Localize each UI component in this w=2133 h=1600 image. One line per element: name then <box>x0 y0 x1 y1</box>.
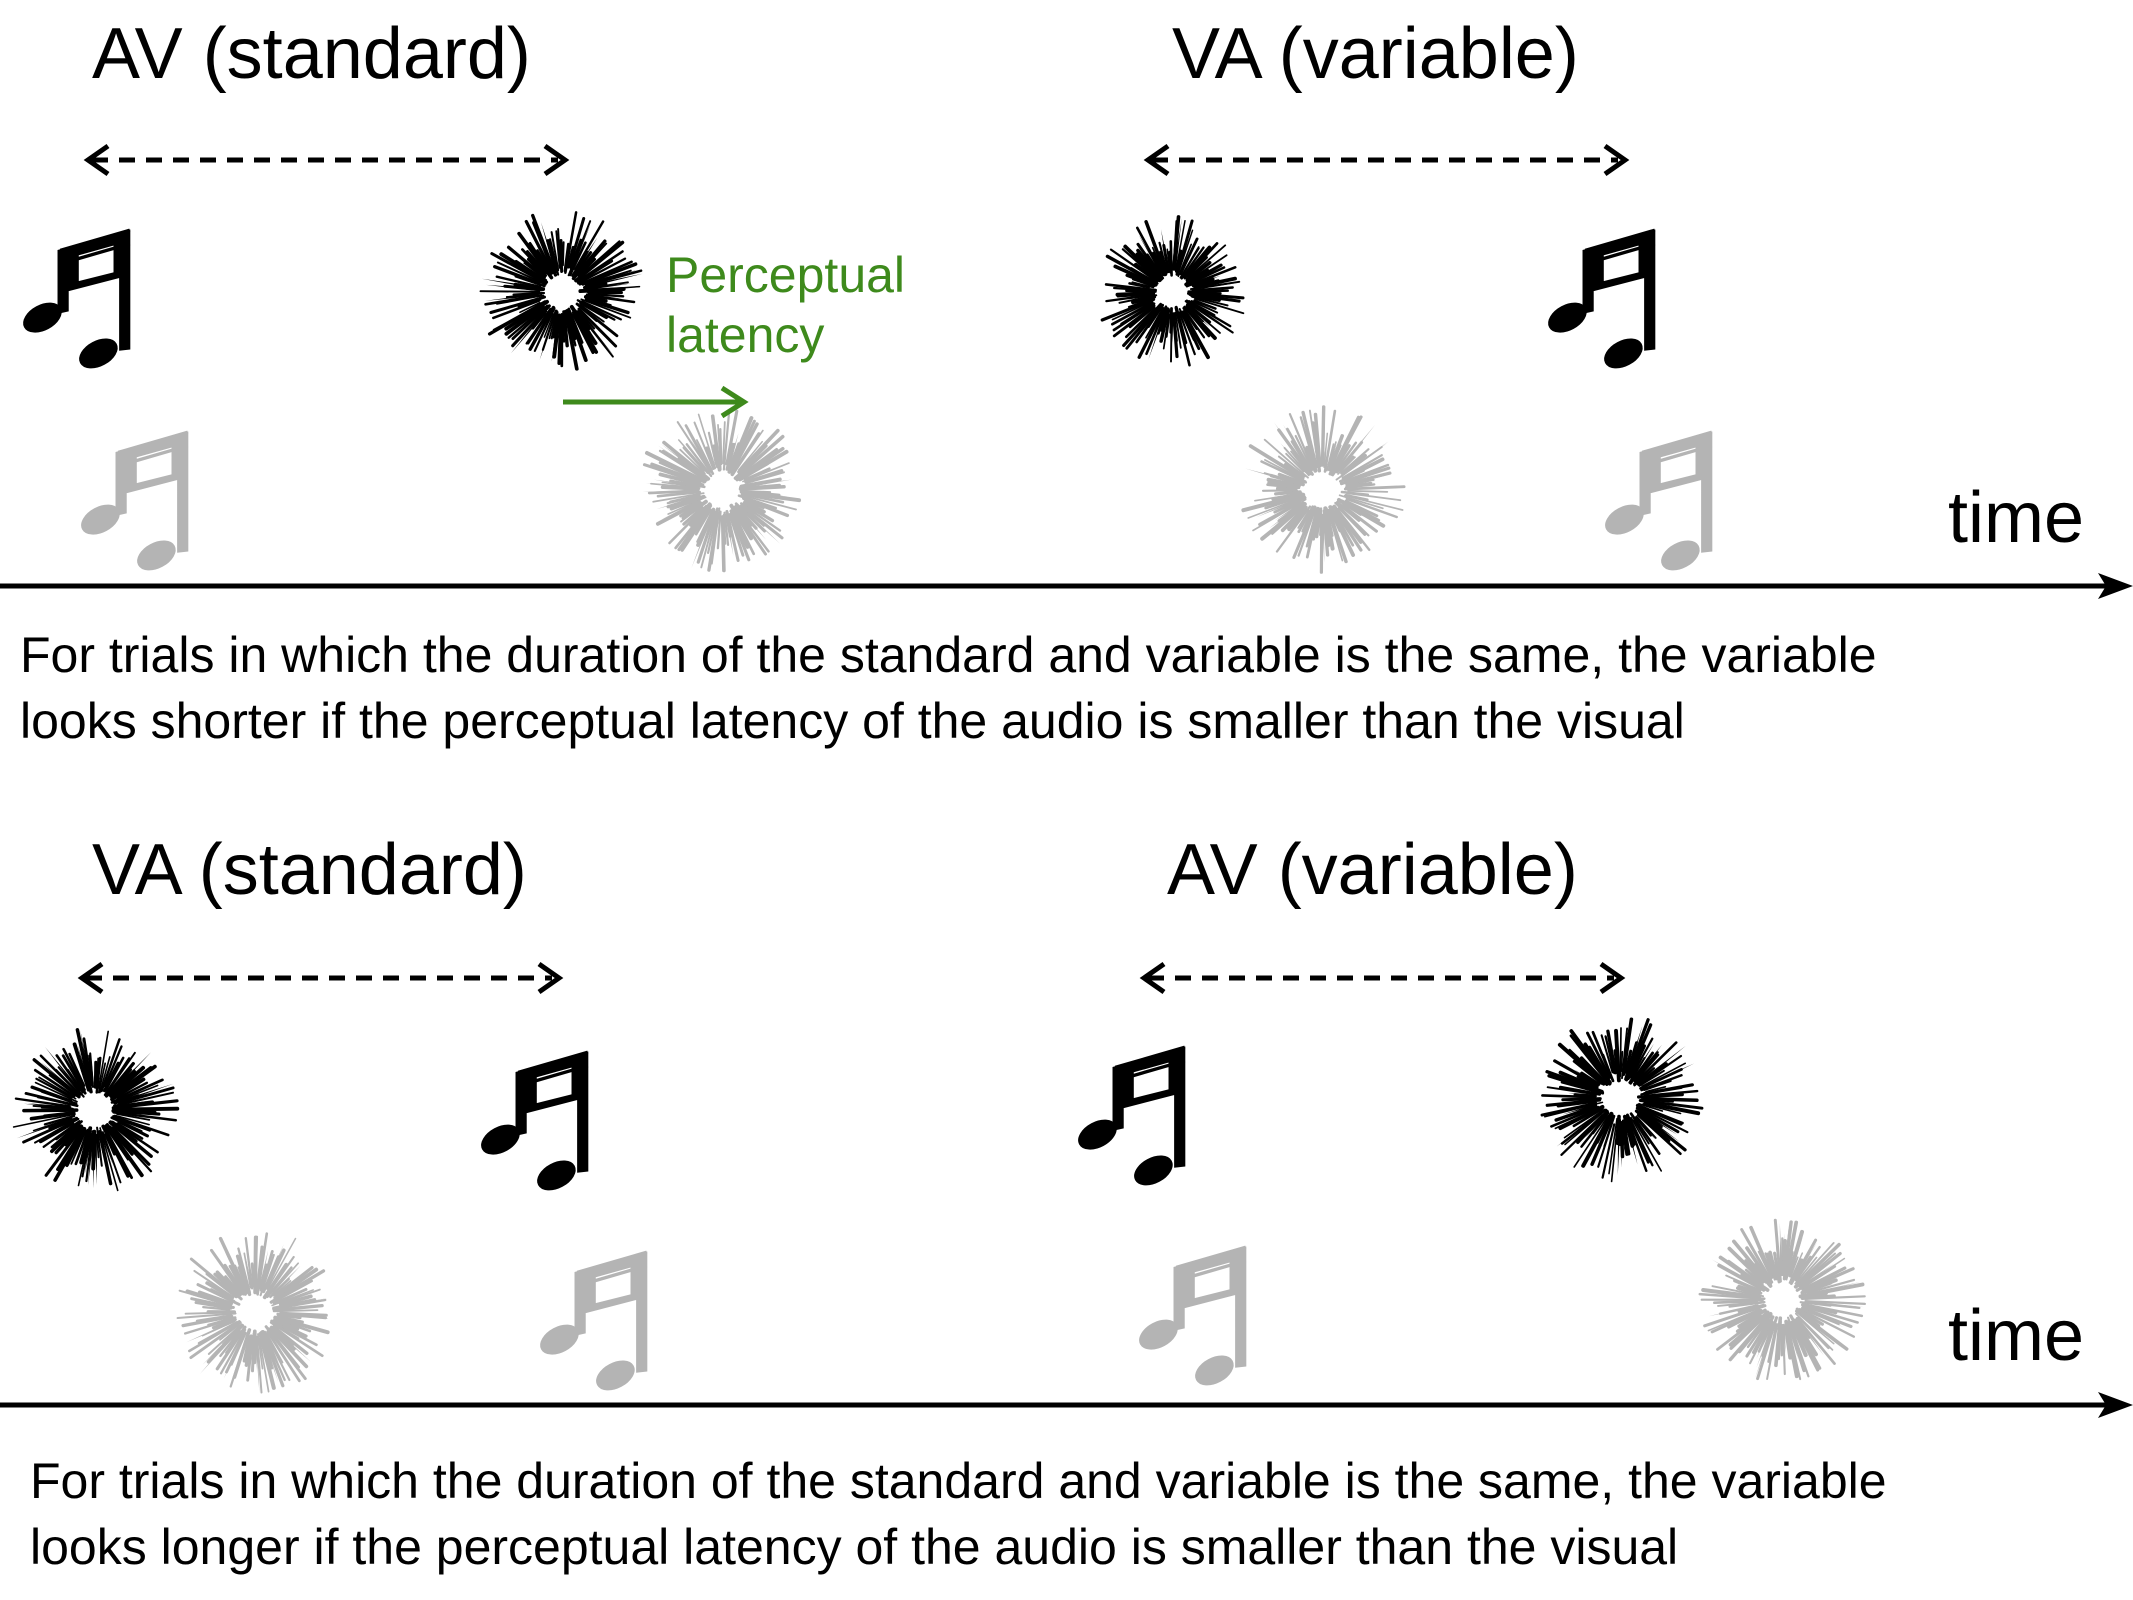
music-note-icon <box>1133 1245 1248 1393</box>
music-note-icon <box>475 1050 590 1198</box>
perceptual-latency-label-line1: Perceptual <box>666 247 906 303</box>
flash-burst-icon <box>1100 215 1245 367</box>
standard-interval-arrow <box>83 143 570 177</box>
music-note-icon <box>75 430 190 578</box>
flash-burst-icon <box>1698 1218 1867 1381</box>
standard-condition-label: VA (standard) <box>92 830 527 910</box>
music-note-icon <box>1542 228 1657 376</box>
variable-condition-label: VA (variable) <box>1172 14 1579 94</box>
music-note-icon <box>1072 1045 1187 1193</box>
time-axis <box>0 1392 2133 1418</box>
music-note-icon <box>1599 430 1714 578</box>
flash-burst-icon <box>479 211 643 371</box>
music-note-icon <box>534 1250 649 1398</box>
perceptual-latency-label-line2: latency <box>666 307 825 363</box>
flash-burst-icon <box>12 1028 180 1192</box>
flash-burst-icon <box>1241 405 1406 574</box>
variable-interval-arrow <box>1143 143 1630 177</box>
time-axis <box>0 573 2133 599</box>
flash-burst-icon <box>1540 1017 1704 1183</box>
latency-arrow <box>563 385 749 419</box>
standard-interval-arrow <box>77 961 564 995</box>
caption-top-line2: looks shorter if the perceptual latency … <box>20 693 1685 749</box>
time-axis-label: time <box>1948 1296 2085 1376</box>
variable-interval-arrow <box>1139 961 1626 995</box>
caption-bottom-line1: For trials in which the duration of the … <box>30 1453 1887 1509</box>
caption-top-line1: For trials in which the duration of the … <box>20 627 1877 683</box>
panel-top <box>0 143 2133 599</box>
flash-burst-icon <box>642 409 802 573</box>
panel-bottom <box>0 961 2133 1418</box>
caption-bottom-line2: looks longer if the perceptual latency o… <box>30 1519 1679 1575</box>
variable-condition-label: AV (variable) <box>1167 830 1578 910</box>
music-note-icon <box>17 228 132 376</box>
standard-condition-label: AV (standard) <box>92 14 531 94</box>
time-axis-label: time <box>1948 478 2085 558</box>
flash-burst-icon <box>176 1232 331 1394</box>
